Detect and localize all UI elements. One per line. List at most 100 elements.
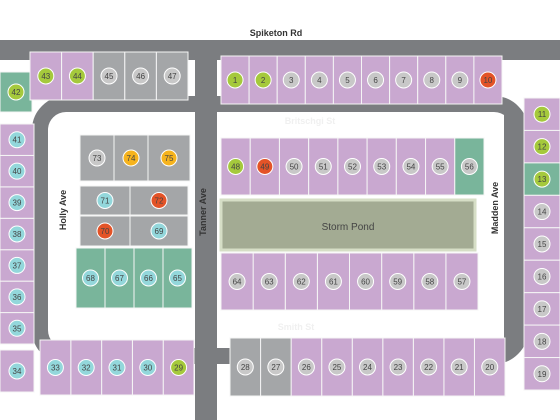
lot-circle-17[interactable] bbox=[533, 300, 551, 318]
lot-circle-64[interactable] bbox=[228, 273, 246, 290]
lot-marker-4[interactable]: 4 bbox=[310, 71, 328, 89]
lot-circle-2[interactable] bbox=[254, 71, 272, 89]
lot-circle-60[interactable] bbox=[357, 273, 375, 290]
lot-circle-63[interactable] bbox=[260, 273, 278, 290]
lot-marker-44[interactable]: 44 bbox=[68, 67, 86, 85]
lot-circle-8[interactable] bbox=[423, 71, 441, 89]
lot-circle-20[interactable] bbox=[481, 358, 499, 376]
lot-marker-6[interactable]: 6 bbox=[367, 71, 385, 89]
lot-circle-4[interactable] bbox=[310, 71, 328, 89]
lot-circle-19[interactable] bbox=[533, 365, 551, 383]
lot-circle-70[interactable] bbox=[96, 222, 114, 240]
lot-marker-3[interactable]: 3 bbox=[282, 71, 300, 89]
lot-circle-6[interactable] bbox=[367, 71, 385, 89]
lot-marker-13[interactable]: 13 bbox=[533, 170, 551, 188]
lot-circle-16[interactable] bbox=[533, 267, 551, 285]
lot-marker-12[interactable]: 12 bbox=[533, 138, 551, 156]
lot-marker-25[interactable]: 25 bbox=[328, 358, 346, 376]
lot-marker-14[interactable]: 14 bbox=[533, 203, 551, 221]
lot-circle-33[interactable] bbox=[46, 359, 64, 376]
lot-marker-39[interactable]: 39 bbox=[8, 194, 26, 212]
lot-circle-45[interactable] bbox=[100, 67, 118, 85]
lot-marker-20[interactable]: 20 bbox=[481, 358, 499, 376]
lot-marker-32[interactable]: 32 bbox=[77, 359, 95, 376]
lot-marker-47[interactable]: 47 bbox=[163, 67, 181, 85]
lot-circle-74[interactable] bbox=[122, 149, 140, 167]
lot-marker-43[interactable]: 43 bbox=[37, 67, 55, 85]
lot-circle-75[interactable] bbox=[160, 149, 178, 167]
lot-marker-45[interactable]: 45 bbox=[100, 67, 118, 85]
lot-circle-58[interactable] bbox=[421, 273, 439, 290]
lot-circle-1[interactable] bbox=[226, 71, 244, 89]
lot-marker-63[interactable]: 63 bbox=[260, 273, 278, 290]
lot-marker-57[interactable]: 57 bbox=[453, 273, 471, 290]
lot-marker-7[interactable]: 7 bbox=[395, 71, 413, 89]
lot-circle-13[interactable] bbox=[533, 170, 551, 188]
lot-marker-56[interactable]: 56 bbox=[460, 158, 478, 175]
lot-circle-21[interactable] bbox=[450, 358, 468, 376]
lot-marker-26[interactable]: 26 bbox=[297, 358, 315, 376]
lot-marker-2[interactable]: 2 bbox=[254, 71, 272, 89]
lot-marker-62[interactable]: 62 bbox=[292, 273, 310, 290]
lot-circle-68[interactable] bbox=[82, 269, 99, 287]
lot-marker-29[interactable]: 29 bbox=[170, 359, 188, 376]
lot-marker-54[interactable]: 54 bbox=[402, 158, 420, 175]
lot-marker-16[interactable]: 16 bbox=[533, 267, 551, 285]
lot-marker-50[interactable]: 50 bbox=[285, 158, 303, 175]
lot-marker-61[interactable]: 61 bbox=[324, 273, 342, 290]
lot-marker-33[interactable]: 33 bbox=[46, 359, 64, 376]
lot-circle-25[interactable] bbox=[328, 358, 346, 376]
lot-marker-28[interactable]: 28 bbox=[236, 358, 254, 376]
lot-circle-18[interactable] bbox=[533, 332, 551, 350]
lot-circle-12[interactable] bbox=[533, 138, 551, 156]
lot-marker-8[interactable]: 8 bbox=[423, 71, 441, 89]
lot-marker-30[interactable]: 30 bbox=[139, 359, 157, 376]
lot-circle-73[interactable] bbox=[88, 149, 106, 167]
lot-circle-14[interactable] bbox=[533, 203, 551, 221]
lot-circle-40[interactable] bbox=[8, 162, 26, 180]
lot-circle-34[interactable] bbox=[8, 362, 26, 380]
lot-marker-51[interactable]: 51 bbox=[314, 158, 332, 175]
lot-circle-50[interactable] bbox=[285, 158, 303, 175]
lot-marker-42[interactable]: 42 bbox=[7, 83, 25, 101]
lot-circle-39[interactable] bbox=[8, 194, 26, 212]
lot-marker-58[interactable]: 58 bbox=[421, 273, 439, 290]
lot-marker-46[interactable]: 46 bbox=[132, 67, 150, 85]
lot-circle-27[interactable] bbox=[267, 358, 285, 376]
lot-circle-15[interactable] bbox=[533, 235, 551, 253]
lot-circle-55[interactable] bbox=[431, 158, 449, 175]
lot-circle-59[interactable] bbox=[389, 273, 407, 290]
lot-marker-24[interactable]: 24 bbox=[359, 358, 376, 376]
lot-circle-5[interactable] bbox=[338, 71, 356, 89]
lot-marker-75[interactable]: 75 bbox=[160, 149, 178, 167]
lot-circle-10[interactable] bbox=[479, 71, 497, 89]
lot-circle-67[interactable] bbox=[111, 269, 128, 287]
lot-circle-48[interactable] bbox=[227, 158, 245, 175]
lot-marker-60[interactable]: 60 bbox=[357, 273, 375, 290]
lot-marker-34[interactable]: 34 bbox=[8, 362, 26, 380]
lot-marker-10[interactable]: 10 bbox=[479, 71, 497, 89]
lot-marker-40[interactable]: 40 bbox=[8, 162, 26, 180]
lot-marker-72[interactable]: 72 bbox=[150, 192, 168, 209]
lot-marker-59[interactable]: 59 bbox=[389, 273, 407, 290]
lot-circle-57[interactable] bbox=[453, 273, 471, 290]
lot-circle-65[interactable] bbox=[169, 269, 186, 287]
lot-circle-72[interactable] bbox=[150, 192, 168, 209]
lot-circle-9[interactable] bbox=[451, 71, 469, 89]
lot-marker-9[interactable]: 9 bbox=[451, 71, 469, 89]
lot-circle-54[interactable] bbox=[402, 158, 420, 175]
lot-circle-37[interactable] bbox=[8, 256, 26, 274]
lot-marker-55[interactable]: 55 bbox=[431, 158, 449, 175]
lot-marker-53[interactable]: 53 bbox=[373, 158, 391, 175]
lot-circle-3[interactable] bbox=[282, 71, 300, 89]
lot-circle-35[interactable] bbox=[8, 319, 26, 337]
lot-marker-65[interactable]: 65 bbox=[169, 269, 186, 287]
lot-circle-56[interactable] bbox=[460, 158, 478, 175]
lot-circle-29[interactable] bbox=[170, 359, 188, 376]
lot-circle-41[interactable] bbox=[8, 131, 26, 149]
lot-marker-49[interactable]: 49 bbox=[256, 158, 274, 175]
lot-marker-37[interactable]: 37 bbox=[8, 256, 26, 274]
lot-circle-52[interactable] bbox=[344, 158, 361, 175]
lot-circle-32[interactable] bbox=[77, 359, 95, 376]
lot-circle-71[interactable] bbox=[96, 192, 114, 209]
